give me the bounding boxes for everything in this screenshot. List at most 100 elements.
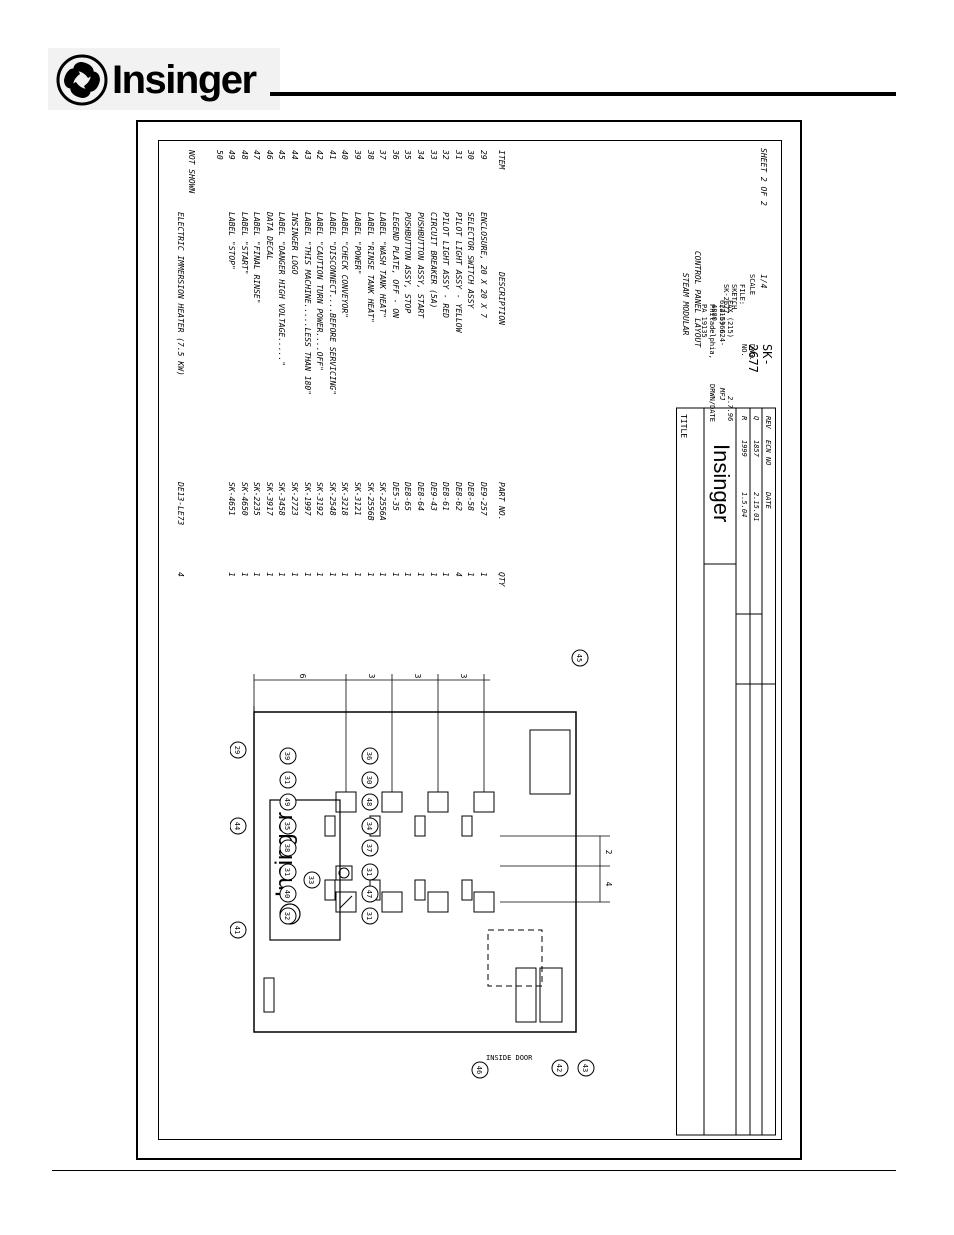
callout-number: 33 (307, 876, 315, 884)
parts-item-number: 34 (416, 150, 426, 160)
parts-qty (212, 572, 225, 602)
not-shown-row: ELECTRIC IMMERSION HEATER (7.5 KW) DE13-… (176, 150, 185, 670)
callout-number: 44 (233, 822, 241, 830)
callout-45: 45 (571, 649, 589, 667)
parts-qty: 1 (227, 572, 237, 577)
parts-part-number (212, 462, 225, 572)
parts-part-number: SK-4651 (227, 482, 237, 516)
temperature-label-plate (539, 967, 563, 1023)
parts-description: LABEL "DISCONNECT....BEFORE SERVICING" (327, 212, 337, 396)
parts-qty: 1 (264, 572, 274, 577)
pilot-light-final-rinse (473, 891, 495, 913)
component-row-bottom (324, 879, 495, 913)
parts-header-qty: QTY (497, 572, 506, 587)
parts-part-number: SK-2723 (290, 482, 300, 516)
callout-31: 31 (361, 907, 379, 925)
callout-38: 38 (279, 839, 297, 857)
parts-part-number: DE9-257 (479, 482, 488, 516)
callout-number: 41 (233, 926, 241, 934)
callout-number: 34 (365, 822, 373, 830)
callout-number: 31 (365, 912, 373, 920)
dimension-value: 6 (298, 674, 307, 679)
parts-part-number: DE8-64 (416, 482, 426, 511)
callout-34: 34 (361, 817, 379, 835)
parts-description: LABEL "STOP" (227, 212, 237, 270)
parts-qty: 1 (239, 572, 249, 577)
revision-rev: Q (752, 416, 760, 421)
callout-49: 49 (279, 793, 297, 811)
off-on-legend-plate (324, 879, 336, 901)
parts-list-header: ITEM DESCRIPTION PART NO. QTY (497, 150, 506, 670)
parts-description: ENCLOSURE, 20 X 20 X 7 (479, 212, 488, 318)
callout-number: 42 (555, 1064, 563, 1072)
parts-description: LABEL "FINAL RINSE" (252, 212, 262, 304)
dimension-value: 4 (604, 882, 613, 887)
file-label: FILE: SKETCH SK-2677 (722, 284, 746, 314)
callout-31: 31 (279, 863, 297, 881)
scale-label: SCALE (748, 274, 756, 296)
parts-qty: 1 (378, 572, 388, 577)
callout-36: 36 (361, 747, 379, 765)
parts-qty: 1 (340, 572, 350, 577)
parts-description: LABEL "START" (239, 212, 249, 275)
swirl-logo-icon (56, 54, 108, 106)
parts-item-number: 46 (264, 150, 274, 160)
title-label: TITLE (679, 414, 688, 439)
parts-description: LEGEND PLATE, OFF - ON (390, 212, 400, 318)
company-name: Insinger (709, 444, 734, 523)
parts-item-number: 30 (466, 150, 476, 160)
parts-item-number: 43 (302, 150, 312, 160)
revision-date: DATE (764, 492, 772, 509)
enclosure-outline (253, 711, 577, 1033)
callout-43: 43 (577, 1059, 595, 1077)
parts-description: LABEL "RINSE TANK HEAT" (365, 212, 375, 323)
brand-logo-background (48, 48, 280, 110)
callout-46: 46 (471, 1061, 489, 1079)
callout-41: 41 (230, 921, 247, 939)
callout-number: 32 (283, 912, 291, 920)
parts-header-description: DESCRIPTION (497, 272, 506, 325)
parts-qty: 1 (290, 572, 300, 577)
parts-part-number: SK-2548 (327, 482, 337, 516)
parts-qty: 1 (479, 572, 488, 577)
header-rule (270, 92, 896, 96)
danger-label-plate (529, 729, 571, 795)
parts-description: PUSHBUTTON ASSY, STOP (403, 212, 413, 314)
parts-qty: 1 (403, 572, 413, 577)
footer-rule (52, 1170, 896, 1171)
parts-part-number: SK-2235 (252, 482, 262, 516)
parts-part-number: DE5-35 (390, 482, 400, 511)
pilot-light-power (335, 791, 357, 813)
parts-item-number: 45 (277, 150, 287, 160)
revision-rev: R (740, 416, 748, 421)
callout-number: 39 (283, 752, 291, 760)
callout-number: 49 (283, 798, 291, 806)
callout-number: 31 (365, 868, 373, 876)
dimension-value: 3 (367, 674, 376, 679)
parts-description: SELECTOR SWITCH ASSY (466, 212, 476, 309)
component-row-top (324, 791, 495, 837)
selector-switch (335, 891, 357, 913)
revision-rev: REV (764, 416, 772, 429)
callout-31: 31 (361, 863, 379, 881)
parts-description (212, 212, 225, 462)
callout-number: 46 (475, 1066, 483, 1074)
parts-qty: 4 (453, 572, 463, 577)
parts-part-number: SK-3121 (353, 482, 363, 516)
callout-number: 31 (283, 868, 291, 876)
parts-item-number: 47 (252, 150, 262, 160)
not-shown-description: ELECTRIC IMMERSION HEATER (7.5 KW) (175, 212, 185, 376)
